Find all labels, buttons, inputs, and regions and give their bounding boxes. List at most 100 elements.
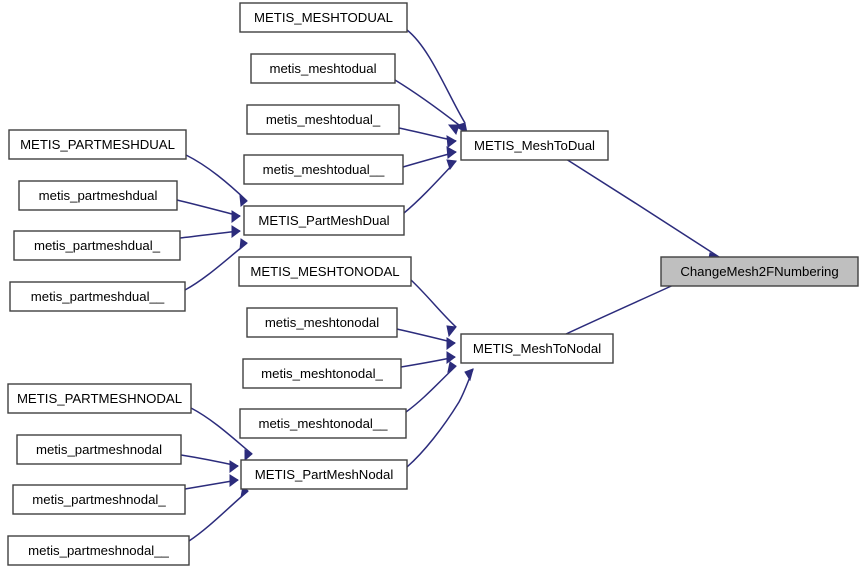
graph-node-n4[interactable]: METIS_PARTMESHDUAL — [8, 129, 187, 160]
arrowhead-icon — [239, 194, 248, 207]
arrowhead-icon — [447, 361, 457, 374]
arrowhead-icon — [446, 337, 456, 350]
graph-node-n1[interactable]: metis_meshtodual — [250, 53, 396, 84]
edge-line — [406, 368, 474, 468]
node-rect[interactable] — [7, 535, 190, 566]
graph-node-n19[interactable]: METIS_MeshToNodal — [460, 333, 614, 364]
node-rect[interactable] — [8, 129, 187, 160]
node-rect[interactable] — [246, 104, 400, 135]
node-rect[interactable] — [12, 484, 186, 515]
node-label: METIS_PARTMESHDUAL — [20, 137, 175, 152]
node-label: metis_meshtonodal — [265, 315, 379, 330]
arrowhead-icon — [446, 135, 457, 148]
node-rect[interactable] — [13, 230, 181, 261]
call-edge — [403, 159, 457, 214]
node-label: metis_meshtodual — [269, 61, 376, 76]
node-label: METIS_MESHTODUAL — [254, 10, 393, 25]
graph-node-n12[interactable]: metis_meshtonodal__ — [239, 408, 407, 439]
call-edge — [406, 29, 468, 134]
call-edge — [405, 361, 457, 413]
call-edge — [410, 279, 457, 338]
call-edge — [398, 127, 457, 148]
edge-line — [176, 199, 241, 217]
arrowhead-icon — [229, 474, 239, 487]
graph-node-n14[interactable]: metis_partmeshnodal — [16, 434, 182, 465]
arrowhead-icon — [446, 146, 457, 159]
node-label: metis_partmeshdual_ — [34, 238, 161, 253]
node-label: METIS_PartMeshDual — [258, 213, 389, 228]
arrowhead-icon — [231, 225, 241, 238]
call-edge — [176, 199, 241, 223]
graph-node-n3[interactable]: metis_meshtodual__ — [243, 154, 404, 185]
graph-node-n13[interactable]: METIS_PARTMESHNODAL — [7, 383, 192, 414]
nodes-layer: METIS_MESHTODUAL metis_meshtodual metis_me… — [7, 2, 859, 566]
node-rect[interactable] — [239, 408, 407, 439]
node-rect[interactable] — [243, 205, 405, 236]
node-label: METIS_PartMeshNodal — [255, 467, 394, 482]
edge-line — [403, 160, 457, 214]
graph-node-n7[interactable]: metis_partmeshdual__ — [9, 281, 186, 312]
node-rect[interactable] — [7, 383, 192, 414]
node-label: metis_partmeshdual — [39, 188, 158, 203]
node-rect[interactable] — [240, 459, 408, 490]
graph-node-n8[interactable]: METIS_PartMeshDual — [243, 205, 405, 236]
node-label: metis_partmeshnodal__ — [28, 543, 169, 558]
edge-line — [179, 230, 241, 239]
node-label: ChangeMesh2FNumbering — [680, 264, 838, 279]
arrowhead-icon — [464, 368, 474, 382]
graph-node-n20[interactable]: ChangeMesh2FNumbering — [660, 256, 859, 287]
edge-line — [188, 490, 249, 542]
graph-node-n11[interactable]: metis_meshtonodal_ — [242, 358, 402, 389]
node-rect[interactable] — [9, 281, 186, 312]
node-label: METIS_PARTMESHNODAL — [17, 391, 182, 406]
graph-node-n18[interactable]: METIS_MeshToDual — [460, 130, 609, 161]
graph-node-n17[interactable]: METIS_PartMeshNodal — [240, 459, 408, 490]
edge-line — [180, 454, 239, 467]
edge-line — [184, 242, 248, 291]
node-rect[interactable] — [242, 358, 402, 389]
call-edge — [402, 146, 457, 168]
edge-line — [396, 328, 456, 344]
call-edge — [190, 407, 253, 462]
arrowhead-icon — [447, 124, 460, 136]
edge-line — [410, 279, 457, 328]
node-label: metis_meshtodual__ — [263, 162, 385, 177]
arrowhead-icon — [244, 449, 253, 462]
node-rect[interactable] — [16, 434, 182, 465]
arrowhead-icon — [446, 325, 457, 338]
node-rect[interactable] — [239, 2, 408, 33]
node-rect[interactable] — [660, 256, 859, 287]
node-rect[interactable] — [243, 154, 404, 185]
edges-layer — [176, 29, 721, 542]
graph-node-n15[interactable]: metis_partmeshnodal_ — [12, 484, 186, 515]
call-edge — [179, 225, 241, 239]
node-rect[interactable] — [460, 130, 609, 161]
graph-node-n9[interactable]: METIS_MESHTONODAL — [238, 256, 412, 287]
edge-line — [405, 365, 457, 413]
node-rect[interactable] — [250, 53, 396, 84]
graph-node-n2[interactable]: metis_meshtodual_ — [246, 104, 400, 135]
call-edge — [400, 351, 456, 368]
edge-line — [185, 154, 248, 202]
node-rect[interactable] — [460, 333, 614, 364]
call-edge — [180, 454, 239, 473]
edge-line — [406, 29, 466, 124]
graph-node-n5[interactable]: metis_partmeshdual — [18, 180, 178, 211]
graph-node-n16[interactable]: metis_partmeshnodal__ — [7, 535, 190, 566]
graph-node-n10[interactable]: metis_meshtonodal — [246, 307, 398, 338]
node-label: METIS_MeshToDual — [474, 138, 595, 153]
node-rect[interactable] — [246, 307, 398, 338]
node-label: metis_partmeshnodal — [36, 442, 162, 457]
node-rect[interactable] — [18, 180, 178, 211]
node-label: metis_meshtonodal__ — [258, 416, 388, 431]
graph-node-n0[interactable]: METIS_MESHTODUAL — [239, 2, 408, 33]
edge-line — [394, 79, 460, 126]
node-rect[interactable] — [238, 256, 412, 287]
call-edge — [184, 474, 239, 490]
call-edge — [396, 328, 456, 350]
graph-node-n6[interactable]: metis_partmeshdual_ — [13, 230, 181, 261]
call-edge — [185, 154, 248, 207]
arrowhead-icon — [446, 159, 457, 171]
